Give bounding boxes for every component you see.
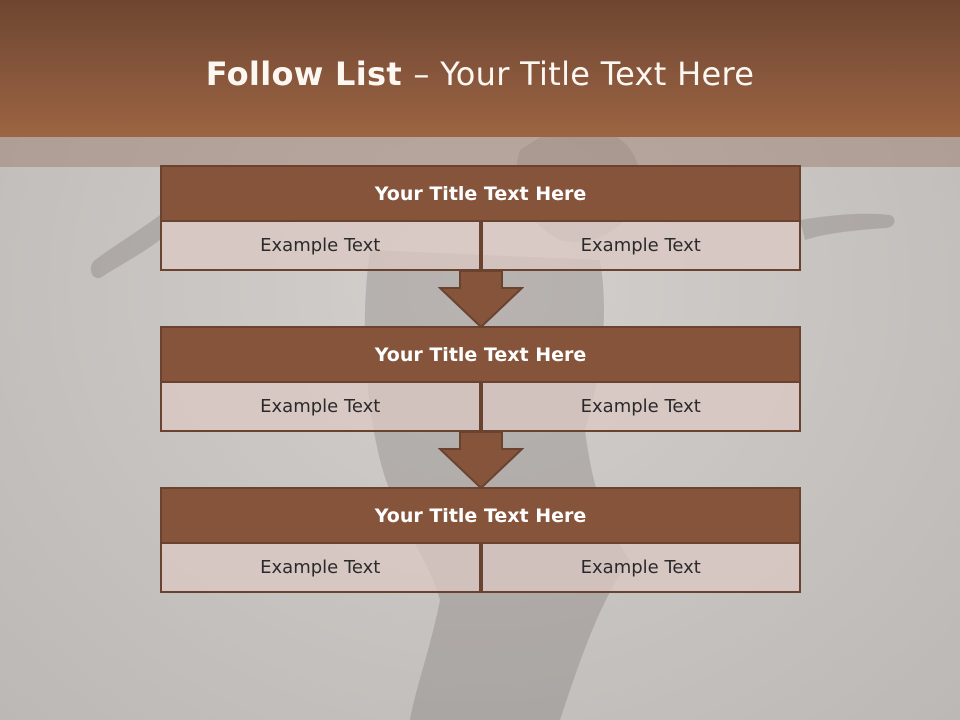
step-cell-right: Example Text	[480, 222, 801, 271]
step-title: Your Title Text Here	[160, 487, 801, 544]
step-row: Example Text Example Text	[160, 383, 801, 432]
step-title: Your Title Text Here	[160, 165, 801, 222]
down-arrow-icon	[438, 270, 524, 329]
down-arrow-icon	[438, 431, 524, 490]
step-cell-right: Example Text	[480, 383, 801, 432]
step-cell-left: Example Text	[160, 222, 481, 271]
step-cell-left: Example Text	[160, 544, 481, 593]
header-strip	[0, 137, 960, 167]
step-title: Your Title Text Here	[160, 326, 801, 383]
slide-title: Follow List – Your Title Text Here	[0, 55, 960, 93]
title-rest: Your Title Text Here	[440, 55, 755, 93]
title-bold: Follow List	[205, 55, 414, 93]
step-row: Example Text Example Text	[160, 544, 801, 593]
step-row: Example Text Example Text	[160, 222, 801, 271]
step-box-1: Your Title Text Here Example Text Exampl…	[160, 165, 801, 271]
header-bar	[0, 0, 960, 137]
step-box-2: Your Title Text Here Example Text Exampl…	[160, 326, 801, 432]
title-separator: –	[413, 55, 441, 93]
step-cell-left: Example Text	[160, 383, 481, 432]
step-box-3: Your Title Text Here Example Text Exampl…	[160, 487, 801, 593]
step-cell-right: Example Text	[480, 544, 801, 593]
